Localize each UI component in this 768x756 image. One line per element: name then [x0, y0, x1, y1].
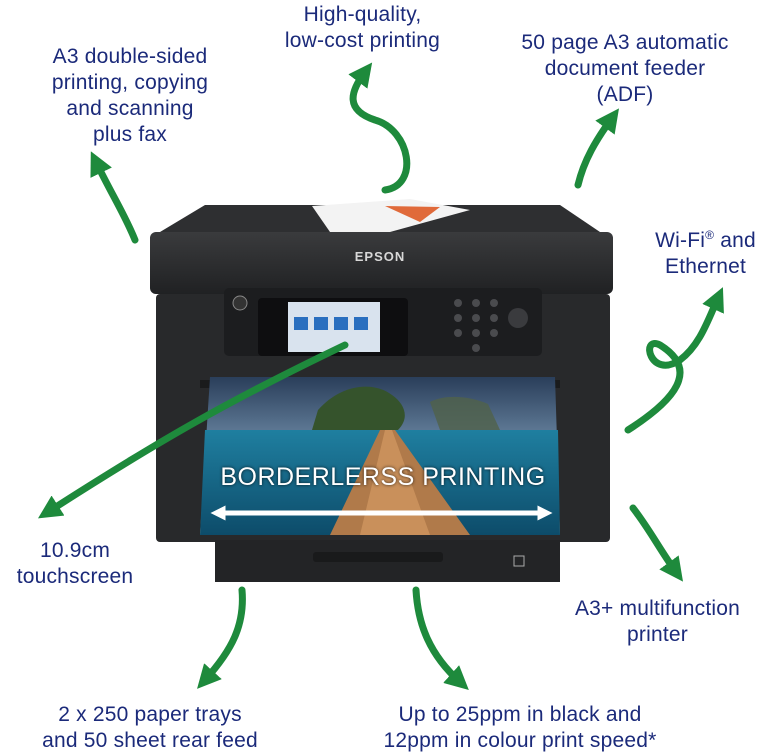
- arrow-wifi: [624, 287, 724, 434]
- wifi-text: Wi-Fi: [655, 229, 706, 252]
- arrow-speed: [412, 586, 469, 690]
- feature-touchscreen: 10.9cm touchscreen: [16, 539, 134, 588]
- arrow-multifunction: [629, 504, 683, 582]
- arrow-touchscreen: [37, 341, 349, 519]
- feature-arrows: [37, 62, 724, 690]
- feature-trays: 2 x 250 paper trays and 50 sheet rear fe…: [42, 703, 258, 752]
- feature-high-quality: High-quality, low-cost printing: [284, 3, 441, 52]
- feature-wifi: Wi-Fi® and Ethernet: [628, 228, 768, 280]
- feature-a3-duplex: A3 double-sided printing, copying and sc…: [51, 45, 209, 146]
- borderless-banner: BORDERLERSS PRINTING: [220, 463, 546, 491]
- arrow-trays: [197, 586, 246, 689]
- scanner-unit: [150, 232, 613, 294]
- registered-mark: ®: [705, 228, 715, 242]
- feature-speed: Up to 25ppm in black and 12ppm in colour…: [383, 703, 657, 752]
- feature-multifunction: A3+ multifunction printer: [574, 597, 741, 646]
- arrow-a3: [90, 151, 139, 244]
- power-icon: [232, 295, 248, 311]
- arrow-adf: [574, 108, 619, 189]
- adf-paper-print: [385, 206, 440, 222]
- arrow-high-quality: [348, 62, 411, 194]
- ethernet-text: and Ethernet: [665, 229, 756, 278]
- feature-adf: 50 page A3 automatic document feeder (AD…: [521, 31, 729, 106]
- keypad: [454, 299, 528, 352]
- brand-logo: EPSON: [354, 249, 406, 264]
